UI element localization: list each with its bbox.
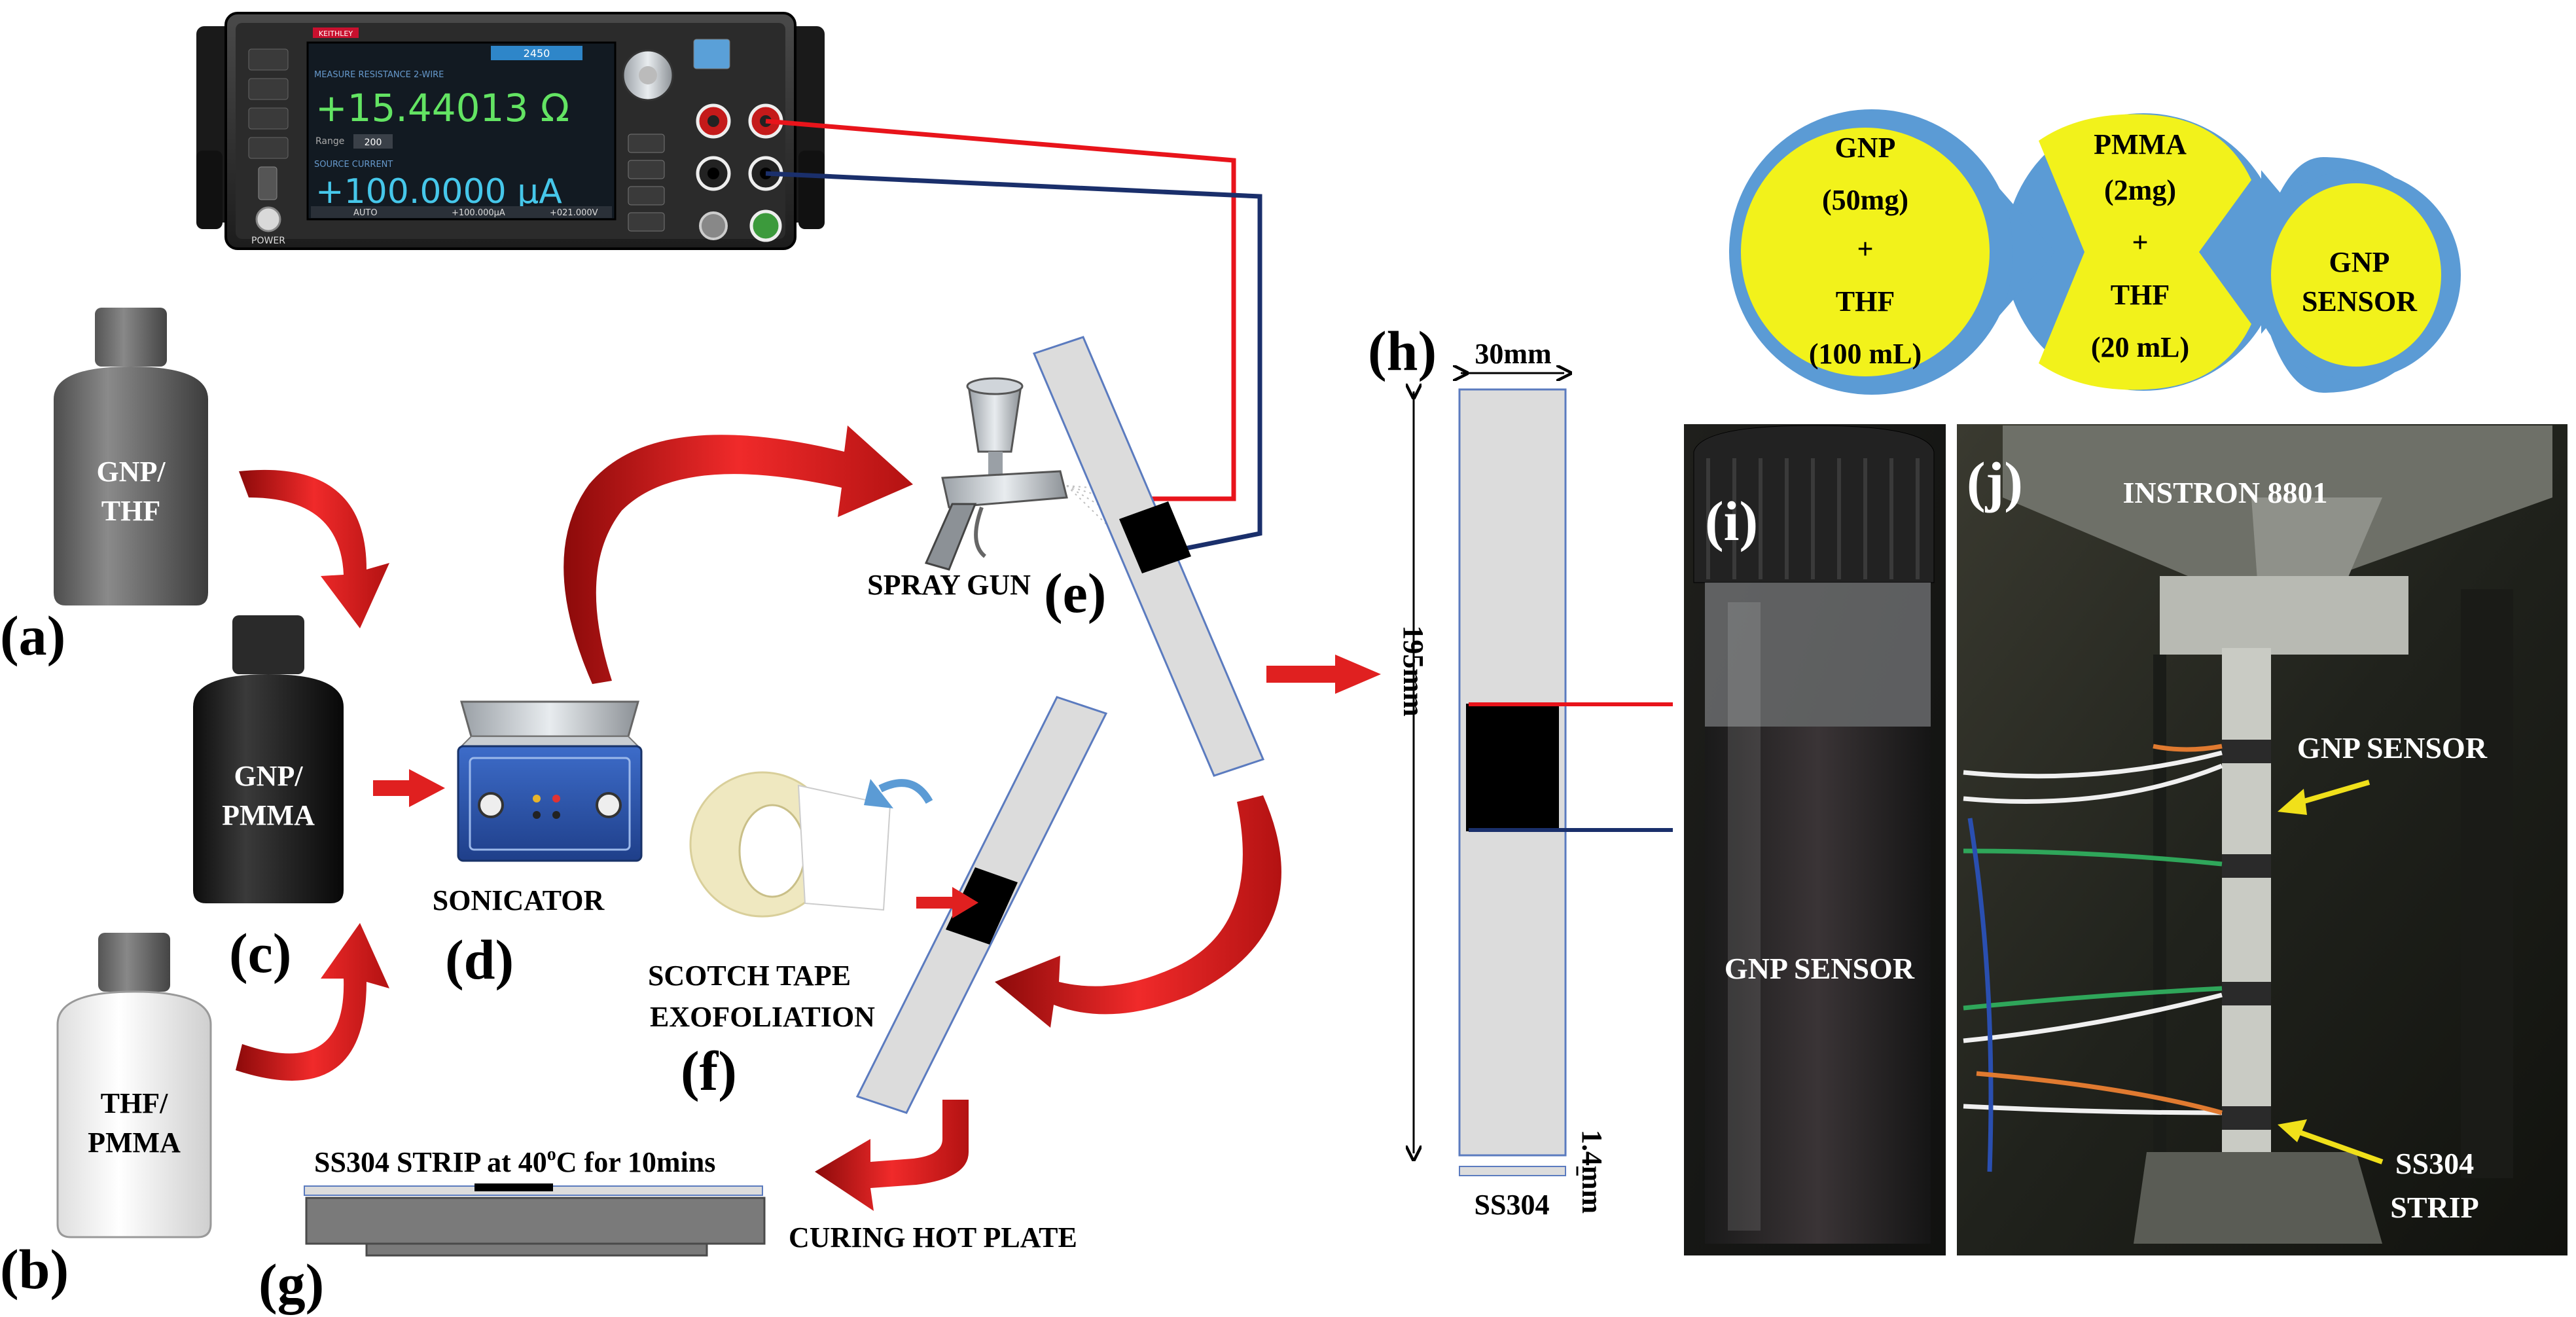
bottle-thf-pmma: THF/ PMMA — [56, 933, 212, 1238]
bottle-gnp-thf-line2: THF — [101, 495, 160, 527]
step-label-d: (d) — [445, 928, 514, 991]
flow-step1-line5: (100 mL) — [1809, 338, 1922, 370]
ss304-strip-label-line1: SS304 — [2395, 1147, 2474, 1180]
flow-step3-line1: GNP — [2329, 246, 2390, 278]
instrument-model: 2450 — [524, 47, 550, 60]
photo-instron: INSTRON 8801 GNP SENSOR SS304 STRIP — [1957, 424, 2567, 1255]
strip-dimension-diagram — [1414, 373, 1673, 1176]
rotation-arrow-blue — [864, 779, 933, 808]
flow-step3-line2: SENSOR — [2302, 285, 2418, 317]
caption-scotch-tape-2: EXOFOLIATION — [650, 1001, 875, 1033]
curved-arrow-e-to-f — [995, 795, 1281, 1028]
caption-sonicator: SONICATOR — [433, 884, 605, 916]
flow-step1-line1: GNP — [1835, 132, 1896, 164]
step-label-h: (h) — [1368, 319, 1437, 382]
dim-thickness: 1.4mm — [1576, 1130, 1608, 1214]
strip-e — [1032, 336, 1265, 777]
range-value: AUTO — [353, 208, 378, 218]
flow-step1-line2: (50mg) — [1822, 184, 1908, 216]
instrument-brand: KEITHLEY — [319, 29, 353, 38]
bottle-gnp-pmma-line1: GNP/ — [234, 760, 303, 792]
flow-step1-line4: THF — [1836, 285, 1895, 317]
bottle-gnp-pmma-line2: PMMA — [222, 799, 315, 831]
bottle-thf-pmma-line2: PMMA — [88, 1127, 181, 1159]
caption-hot-plate: CURING HOT PLATE — [789, 1221, 1077, 1254]
sonicator-device — [457, 700, 643, 862]
instron-label: INSTRON 8801 — [2122, 476, 2327, 509]
arrow-tape-to-strip — [916, 887, 978, 918]
measurement-wires — [765, 118, 1262, 560]
bottle-gnp-thf-line1: GNP/ — [96, 456, 166, 488]
caption-strip-heat: SS304 STRIP at 40oC for 10mins — [314, 1144, 715, 1178]
curved-arrow-b-to-c — [236, 923, 389, 1081]
arrow-to-strip-diagram — [1266, 655, 1381, 694]
resistance-reading: +15.44013 Ω — [315, 86, 569, 130]
caption-spray-gun: SPRAY GUN — [867, 569, 1031, 601]
sourcemeter-instrument: POWER KEITHLEY 2450 MEASURE RESISTANCE 2… — [196, 12, 825, 250]
curved-arrow-d-to-e — [564, 425, 913, 684]
flow-step2-line2: (2mg) — [2104, 174, 2176, 206]
bottle-gnp-thf: GNP/ THF — [54, 308, 208, 605]
current-label: SOURCE CURRENT — [314, 160, 393, 170]
vial-caption: GNP SENSOR — [1725, 952, 1915, 985]
spray-gun — [924, 377, 1130, 571]
step-label-g: (g) — [259, 1252, 324, 1315]
step-label-j: (j) — [1967, 450, 2023, 513]
curved-arrow-a-to-c — [239, 469, 389, 628]
step-label-b: (b) — [0, 1238, 69, 1301]
flow-step2-line5: (20 mL) — [2091, 331, 2189, 363]
red-wire — [765, 118, 1236, 501]
dim-width: 30mm — [1475, 338, 1551, 370]
flow-circle-3-inner — [2271, 183, 2441, 367]
curved-arrow-f-to-g — [815, 1100, 969, 1211]
flow-step2-line3: + — [2132, 226, 2148, 259]
step-label-a: (a) — [0, 604, 65, 667]
resistance-label: MEASURE RESISTANCE 2-WIRE — [314, 70, 444, 80]
range-small-value: 200 — [365, 137, 382, 148]
flow-step2-line1: PMMA — [2094, 128, 2187, 160]
step-label-c: (c) — [229, 922, 291, 984]
ss304-strip-label-line2: STRIP — [2390, 1191, 2478, 1224]
bottle-gnp-pmma: GNP/ PMMA — [193, 615, 344, 903]
limit-value: +021.000V — [550, 208, 598, 218]
gnp-sensor-arrow-label: GNP SENSOR — [2297, 731, 2488, 765]
step-label-i: (i) — [1705, 490, 1758, 552]
preparation-flow: GNP (50mg) + THF (100 mL) PMMA (2mg) + T… — [1729, 109, 2461, 395]
scotch-tape-roll — [689, 771, 891, 918]
flow-step1-line3: + — [1857, 233, 1873, 265]
photo-vial: GNP SENSOR — [1684, 424, 1946, 1255]
bottle-thf-pmma-line1: THF/ — [101, 1087, 168, 1119]
flow-step2-line4: THF — [2111, 279, 2170, 311]
blue-wire — [765, 171, 1262, 560]
range-label-small: Range — [315, 136, 344, 147]
curing-hot-plate — [304, 1183, 766, 1257]
step-label-e: (e) — [1044, 562, 1106, 624]
step-label-f: (f) — [681, 1039, 737, 1102]
current-reading: +100.0000 µA — [315, 172, 562, 211]
strip-f — [855, 696, 1108, 1114]
caption-scotch-tape-1: SCOTCH TAPE — [648, 960, 851, 992]
power-button — [255, 206, 281, 232]
dim-material: SS304 — [1475, 1189, 1550, 1221]
flow-circle-1-inner — [1741, 128, 1990, 376]
arrow-c-to-d — [373, 769, 445, 807]
source-value: +100.000µA — [452, 208, 505, 218]
instrument-screen — [306, 41, 617, 221]
power-label: POWER — [251, 236, 285, 246]
dim-length: 195mm — [1397, 625, 1429, 716]
instrument-menu-buttons — [248, 48, 289, 200]
instrument-function-buttons — [628, 39, 730, 232]
